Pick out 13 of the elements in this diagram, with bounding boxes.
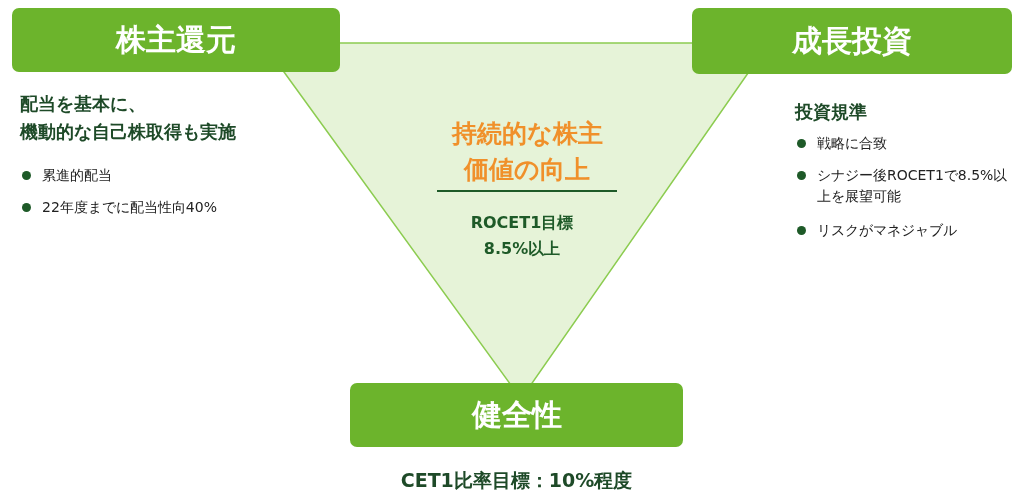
note-heading: CET1比率目標：10%程度 xyxy=(399,468,634,493)
title-box: 成長投資 xyxy=(692,8,1012,74)
bullet-item: 22年度までに配当性向40% xyxy=(20,197,282,218)
target-text: ROCET1目標8.5%以上 xyxy=(469,212,575,260)
bullet-item: 累進的配当 xyxy=(20,165,282,186)
heading-text: 持続的な株主価値の向上 xyxy=(450,118,604,186)
note-heading: 投資規準 xyxy=(795,100,868,124)
bullet-item: シナジー後ROCET1で8.5%以上を展望可能 xyxy=(795,165,1012,207)
title-box: 株主還元 xyxy=(12,8,340,72)
bullet-item: 戦略に合致 xyxy=(795,133,1017,154)
title-box: 健全性 xyxy=(350,383,683,447)
bullet-item: リスクがマネジャブル xyxy=(795,220,1017,241)
note-heading: 配当を基本に、機動的な自己株取得も実施 xyxy=(20,92,237,144)
